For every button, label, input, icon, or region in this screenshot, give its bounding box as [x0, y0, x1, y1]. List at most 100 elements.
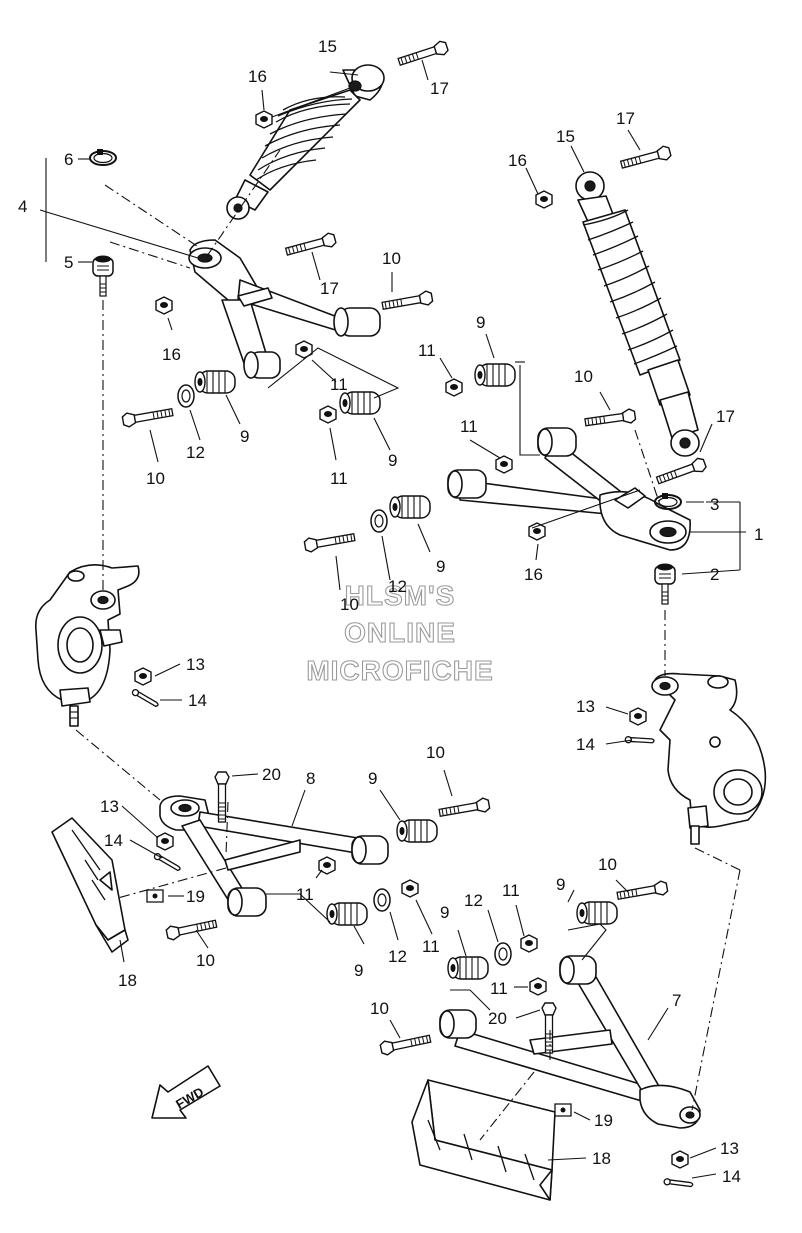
nut-11-right-b [495, 455, 513, 474]
callout-20: 20 [488, 1009, 507, 1028]
washer-12-left [177, 384, 195, 408]
callout-14: 14 [104, 831, 123, 850]
nut-13-right-lower [671, 1150, 689, 1169]
lower-arm-right [439, 955, 701, 1129]
callout-4: 4 [18, 197, 27, 216]
bushing-9-right-b [389, 495, 431, 519]
nut-13-right-knuckle [629, 707, 647, 726]
callout-16: 16 [162, 345, 181, 364]
nut-16-left-upper-arm [155, 296, 173, 315]
callout-13: 13 [720, 1139, 739, 1158]
clip-19-left [146, 889, 164, 903]
steering-knuckle-left [34, 564, 140, 727]
callout-14: 14 [722, 1167, 741, 1186]
nut-11-lower-left-b [401, 879, 419, 898]
callout-17: 17 [430, 79, 449, 98]
bushing-9-left-b [339, 391, 381, 415]
callout-11: 11 [418, 341, 436, 360]
lower-arm-left [159, 795, 389, 917]
callout-11: 11 [422, 937, 440, 956]
callout-15: 15 [318, 37, 337, 56]
circlip-6 [89, 148, 117, 166]
watermark-line-3: MICROFICHE [306, 655, 493, 686]
callout-2: 2 [710, 565, 719, 584]
nut-11-right-a [445, 378, 463, 397]
bolt-10-left-b [380, 289, 434, 314]
callout-13: 13 [100, 797, 119, 816]
bolt-10-lower-left-a [437, 796, 491, 821]
balljoint-5 [92, 254, 114, 297]
nut-16-top-right [535, 190, 553, 209]
nut-11-lower-right-a [520, 934, 538, 953]
callout-19: 19 [594, 1111, 613, 1130]
callout-16: 16 [524, 565, 543, 584]
callout-11: 11 [330, 469, 348, 488]
bushing-9-right-a [474, 363, 516, 387]
callout-9: 9 [368, 769, 377, 788]
callout-17: 17 [320, 279, 339, 298]
callout-9: 9 [476, 313, 485, 332]
callout-10: 10 [382, 249, 401, 268]
callout-11: 11 [490, 979, 508, 998]
skid-plate-18-left [51, 817, 129, 953]
callout-8: 8 [306, 769, 315, 788]
callout-15: 15 [556, 127, 575, 146]
bolt-10-right-a [583, 407, 637, 430]
callout-13: 13 [576, 697, 595, 716]
callout-17: 17 [616, 109, 635, 128]
balljoint-2 [654, 562, 676, 605]
bushing-9-lower-right-a [576, 901, 618, 925]
cotterpin-14-right-knuckle [624, 730, 656, 749]
callout-18: 18 [592, 1149, 611, 1168]
callout-19: 19 [186, 887, 205, 906]
callout-11: 11 [502, 881, 520, 900]
bushing-9-lower-left-a [396, 819, 438, 843]
bolt-10-right-b [303, 529, 357, 554]
nut-11-left-a [295, 340, 313, 359]
callout-10: 10 [574, 367, 593, 386]
leader-lines [39, 59, 746, 1179]
callout-6: 6 [64, 150, 73, 169]
callout-16: 16 [248, 67, 267, 86]
clip-19-right [554, 1103, 572, 1117]
callout-12: 12 [464, 891, 483, 910]
callout-1: 1 [754, 525, 763, 544]
washer-12-lower-right [494, 942, 512, 966]
callout-labels: 15 16 17 6 4 5 17 16 10 11 12 9 10 11 9 … [18, 37, 763, 1186]
callout-10: 10 [426, 743, 445, 762]
callout-14: 14 [188, 691, 207, 710]
callout-3: 3 [710, 495, 719, 514]
callout-10: 10 [146, 469, 165, 488]
callout-9: 9 [354, 961, 363, 980]
bolt-17-left-upper-arm [284, 231, 338, 260]
washer-12-lower-left [373, 888, 391, 912]
bolt-17-right-lower [654, 456, 708, 488]
callout-13: 13 [186, 655, 205, 674]
bolt-10-left-a [121, 404, 175, 429]
bolt-10-lower-left-b [164, 916, 219, 942]
bushing-9-left-a [194, 370, 236, 394]
callout-7: 7 [672, 991, 681, 1010]
callout-11: 11 [460, 417, 478, 436]
callout-12: 12 [388, 577, 407, 596]
nut-13-left-lower [156, 832, 174, 851]
upper-arm-left [188, 239, 381, 379]
callout-9: 9 [388, 451, 397, 470]
nut-16-top-left [255, 110, 273, 129]
callout-9: 9 [556, 875, 565, 894]
bushing-9-lower-left-b [326, 902, 368, 926]
nut-13-left-knuckle [134, 667, 152, 686]
watermark-line-2: ONLINE [344, 617, 456, 648]
callout-9: 9 [240, 427, 249, 446]
bushing-9-lower-right-b [447, 956, 489, 980]
callout-11: 11 [330, 375, 348, 394]
shock-absorber-left [226, 64, 385, 220]
callout-20: 20 [262, 765, 281, 784]
callout-9: 9 [436, 557, 445, 576]
nut-16-right-upper-arm [528, 522, 546, 541]
cotterpin-14-left-knuckle [129, 688, 162, 708]
callout-10: 10 [196, 951, 215, 970]
callout-10: 10 [340, 595, 359, 614]
callout-5: 5 [64, 253, 73, 272]
